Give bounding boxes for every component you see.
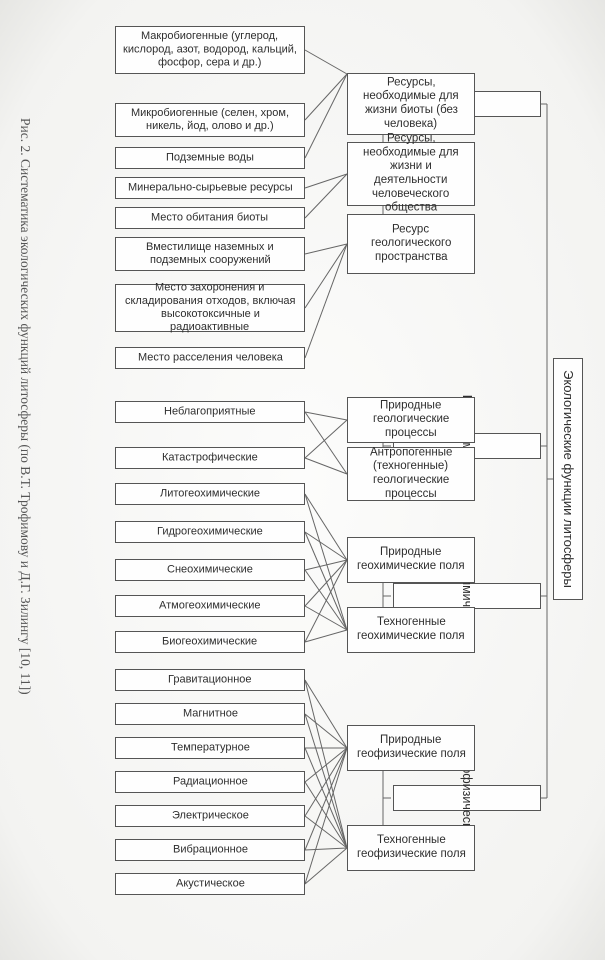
connector-line bbox=[304, 629, 348, 643]
connector-line bbox=[304, 569, 348, 631]
leaf-biota-habitat: Место обитания биоты bbox=[115, 207, 305, 229]
leaf-temperature: Температурное bbox=[115, 737, 305, 759]
connector-line bbox=[304, 679, 348, 849]
category-geochemical: Геохимическая bbox=[393, 552, 541, 640]
connector-line bbox=[304, 411, 348, 421]
leaf-catastrophic: Катастрофические bbox=[115, 447, 305, 469]
connector-line bbox=[304, 815, 348, 849]
connector-line bbox=[304, 847, 348, 885]
leaf-gravitational: Гравитационное bbox=[115, 669, 305, 691]
leaf-acoustic: Акустическое bbox=[115, 873, 305, 895]
connector-line bbox=[304, 713, 348, 849]
leaf-electric: Электрическое bbox=[115, 805, 305, 827]
connector-line bbox=[304, 173, 348, 189]
connector-line bbox=[304, 457, 348, 475]
connector-line bbox=[304, 243, 348, 359]
connector-line bbox=[304, 243, 348, 309]
sub-resources-biota: Ресурсы, необходимые для жизни биоты (бе… bbox=[347, 73, 475, 135]
sub-geodynamic-natural: Природные геологические процессы bbox=[347, 397, 475, 443]
connector-line bbox=[304, 847, 348, 851]
figure-caption: Рис. 2. Систематика экологических функци… bbox=[18, 118, 33, 695]
sub-geochemical-natural: Природные геохимические поля bbox=[347, 537, 475, 583]
sub-geophysical-technogenic: Техногенные геофизические поля bbox=[347, 825, 475, 871]
connector-line bbox=[304, 49, 348, 75]
leaf-macrobiogenic: Макробиогенные (углерод, кислород, азот,… bbox=[115, 26, 305, 74]
connector-line bbox=[304, 605, 348, 631]
connector-line bbox=[304, 781, 348, 849]
connector-line bbox=[304, 679, 348, 749]
connector-line bbox=[304, 173, 348, 219]
connector-line bbox=[304, 73, 348, 121]
sub-geodynamic-anthropogenic: Антропогенные (техногенные) геологически… bbox=[347, 446, 475, 501]
leaf-magnetic: Магнитное bbox=[115, 703, 305, 725]
connector-line bbox=[304, 713, 348, 749]
leaf-structures: Вместилище наземных и подземных сооружен… bbox=[115, 237, 305, 271]
connector-line bbox=[304, 747, 348, 885]
connector-line bbox=[304, 411, 348, 475]
leaf-waste-disposal: Место захоронения и складирования отходо… bbox=[115, 282, 305, 333]
leaf-atmogeochemical: Атмогеохимические bbox=[115, 595, 305, 617]
root-box: Экологические функции литосферы bbox=[553, 358, 583, 600]
connector-line bbox=[304, 559, 348, 571]
connector-line bbox=[304, 73, 348, 159]
leaf-unfavorable: Неблагоприятные bbox=[115, 401, 305, 423]
leaf-groundwater: Подземные воды bbox=[115, 147, 305, 169]
leaf-microbiogenic: Микробиогенные (селен, хром, никель, йод… bbox=[115, 103, 305, 137]
sub-resources-space: Ресурс геологического пространства bbox=[347, 214, 475, 274]
connector-line bbox=[304, 531, 348, 631]
sub-geochemical-technogenic: Техногенные геохимические поля bbox=[347, 607, 475, 653]
connector-line bbox=[304, 419, 348, 459]
connector-line bbox=[304, 493, 348, 561]
leaf-hydrogeochemical: Гидрогеохимические bbox=[115, 521, 305, 543]
leaf-mineral-resources: Минерально-сырьевые ресурсы bbox=[115, 177, 305, 199]
leaf-settlement: Место расселения человека bbox=[115, 347, 305, 369]
connector-line bbox=[304, 531, 348, 561]
leaf-snowchemical: Снеохимические bbox=[115, 559, 305, 581]
leaf-lithogeochemical: Литогеохимические bbox=[115, 483, 305, 505]
connector-line bbox=[304, 493, 348, 631]
connector-line bbox=[304, 747, 348, 849]
category-geophysical: Геофизическая bbox=[393, 754, 541, 843]
sub-geophysical-natural: Природные геофизические поля bbox=[347, 725, 475, 771]
leaf-biogeochemical: Биогеохимические bbox=[115, 631, 305, 653]
sub-resources-society: Ресурсы, необходимые для жизни и деятель… bbox=[347, 133, 475, 214]
connector-line bbox=[304, 559, 348, 643]
connector-line bbox=[304, 243, 348, 255]
leaf-vibration: Вибрационное bbox=[115, 839, 305, 861]
connector-line bbox=[304, 559, 348, 607]
leaf-radiation: Радиационное bbox=[115, 771, 305, 793]
